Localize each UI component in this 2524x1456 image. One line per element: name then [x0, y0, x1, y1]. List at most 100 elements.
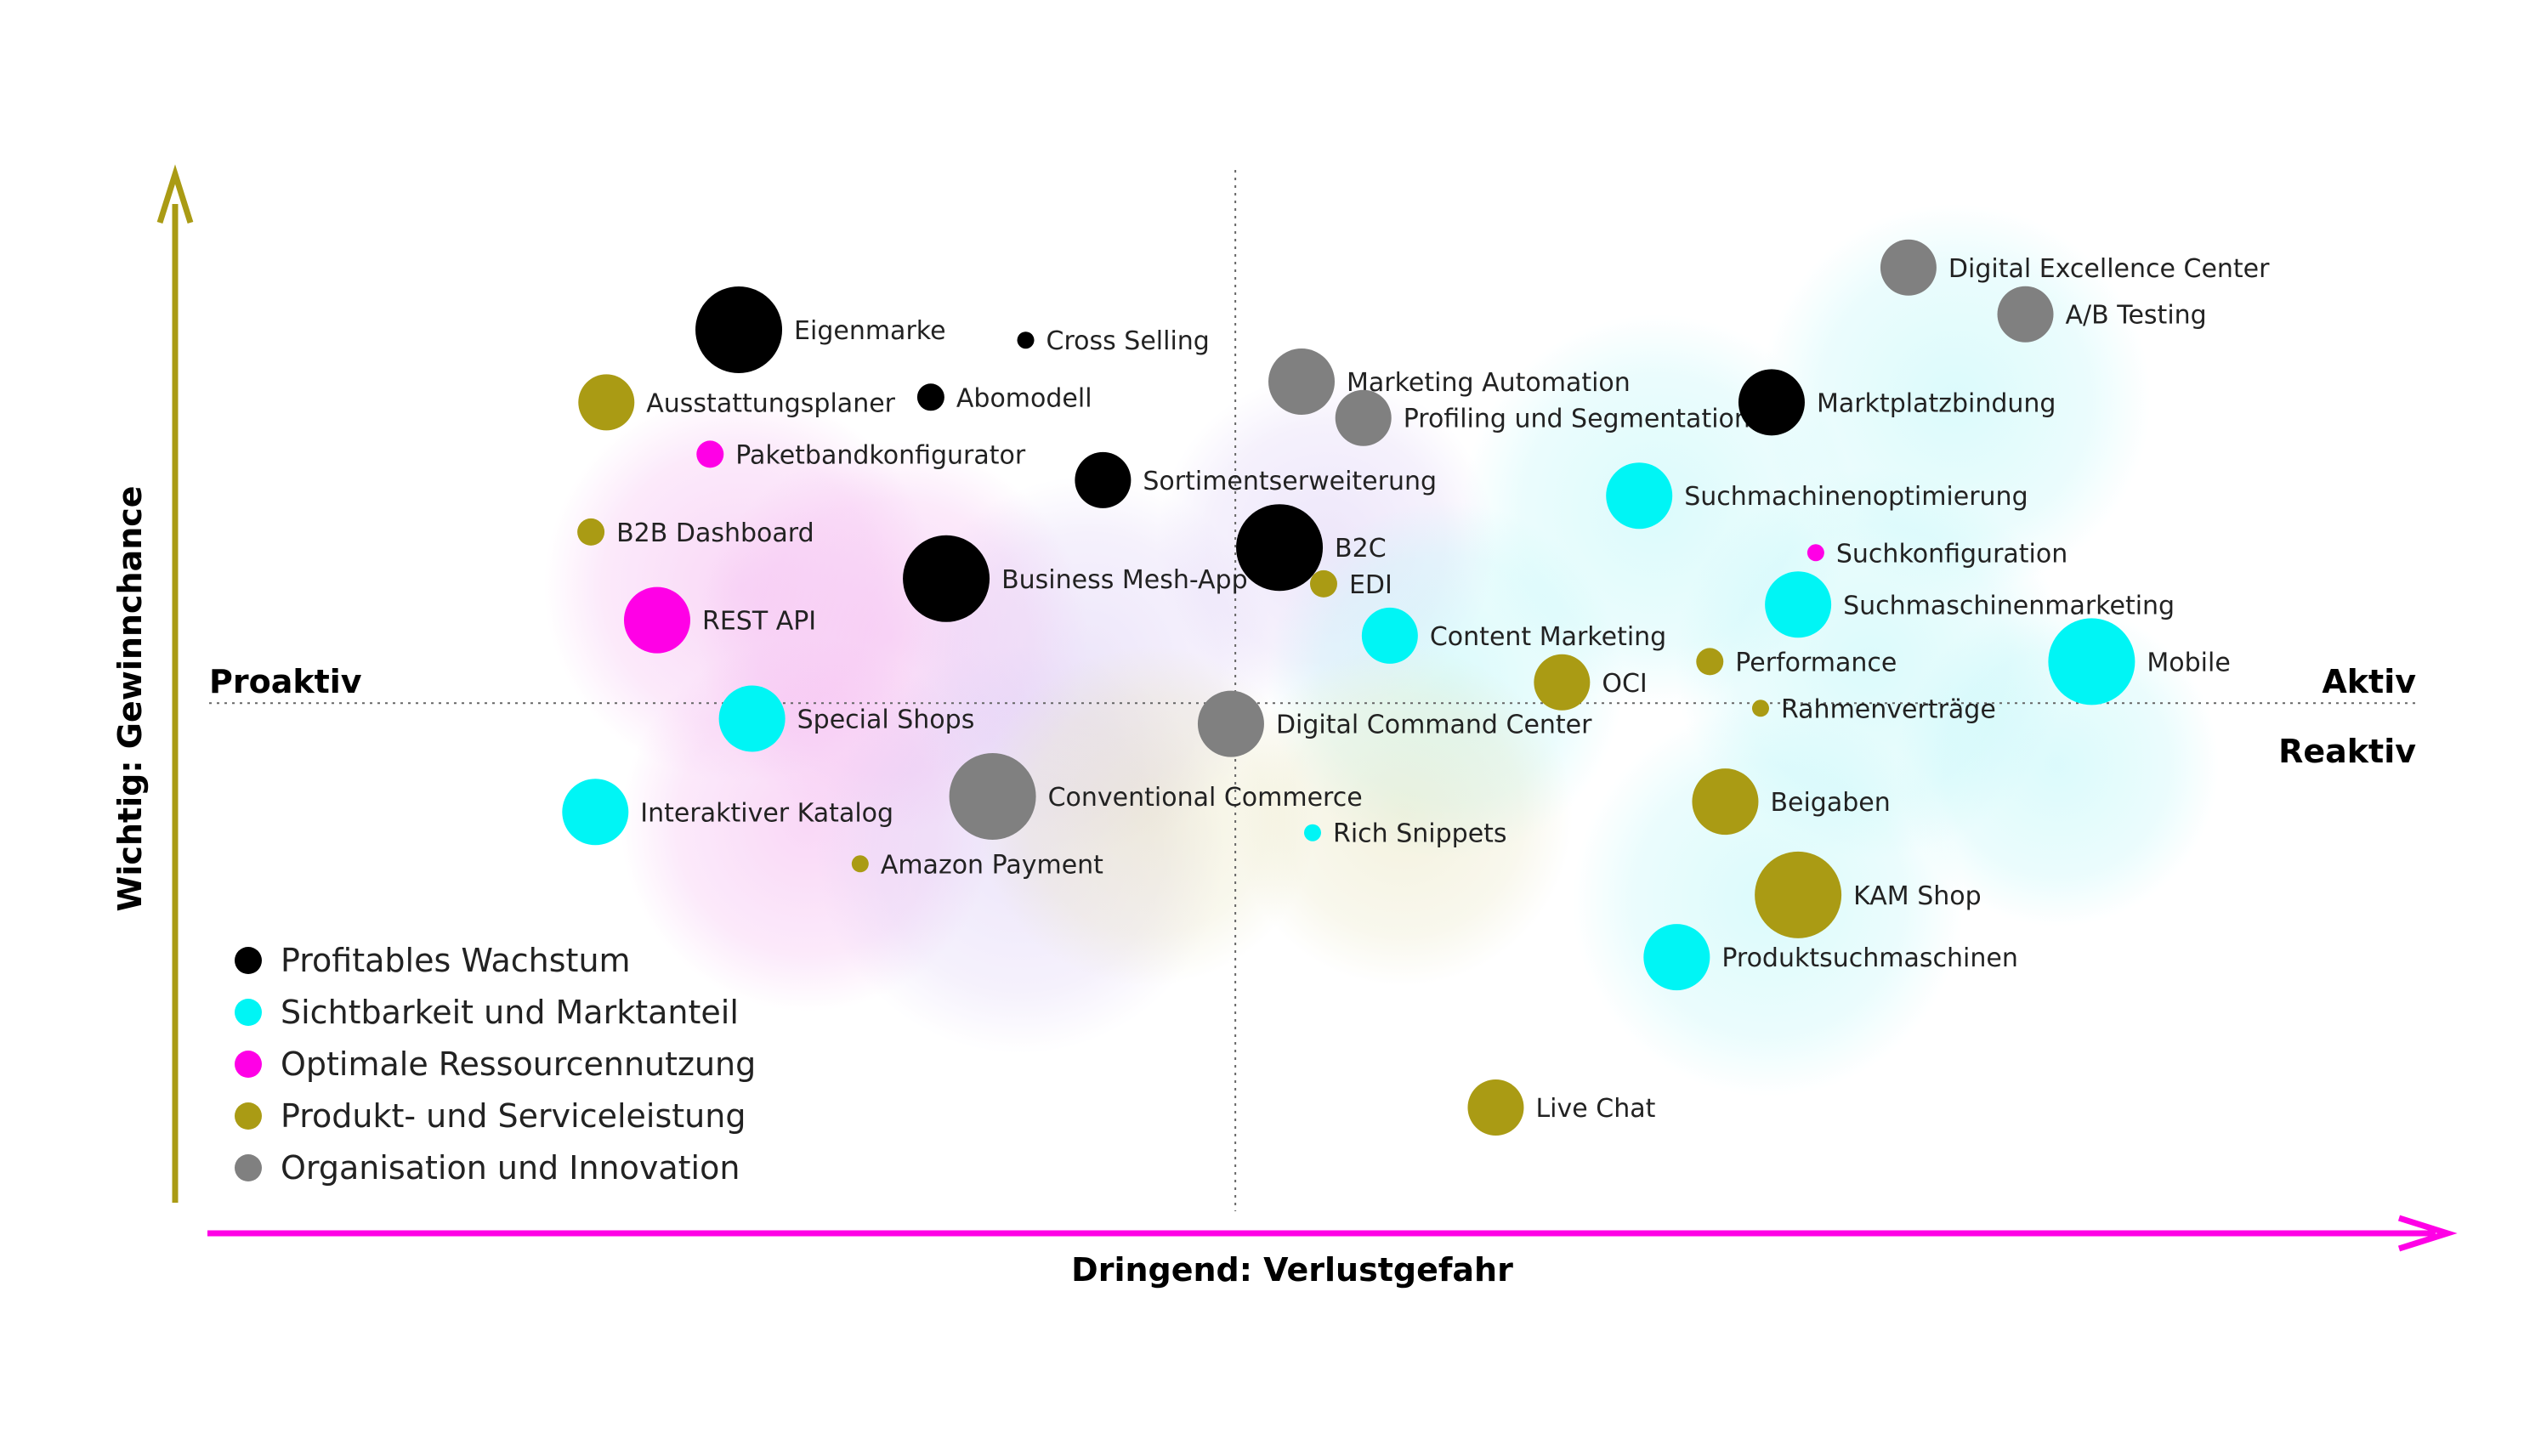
data-point: EDI — [1309, 569, 1392, 600]
data-point: Special Shops — [718, 685, 975, 752]
point-label: Live Chat — [1535, 1094, 1655, 1124]
point-label: EDI — [1349, 570, 1392, 600]
point-marker — [1361, 607, 1418, 664]
point-marker — [696, 440, 724, 468]
data-point: Cross Selling — [1017, 326, 1210, 356]
quadrant-dividers — [209, 170, 2419, 1211]
point-marker — [1643, 924, 1710, 991]
point-label: Conventional Commerce — [1048, 783, 1363, 813]
point-label: Special Shops — [797, 705, 975, 735]
point-marker — [1807, 544, 1824, 562]
point-label: Business Mesh-App — [1001, 565, 1248, 595]
legend-swatch — [235, 1051, 262, 1078]
point-label: OCI — [1602, 669, 1647, 699]
point-marker — [1236, 504, 1324, 592]
legend-item: Optimale Ressourcennutzung — [235, 1045, 756, 1083]
point-marker — [1017, 331, 1035, 349]
data-point: Marktplatzbindung — [1738, 369, 2056, 436]
data-point: Digital Command Center — [1197, 690, 1592, 757]
point-marker — [851, 855, 869, 873]
point-marker — [1755, 851, 1842, 938]
point-marker — [1268, 348, 1336, 415]
point-label: Suchkonfiguration — [1836, 539, 2067, 569]
data-point: Performance — [1696, 648, 1897, 677]
legend-label: Organisation und Innovation — [281, 1149, 740, 1187]
data-point: Digital Excellence Center — [1880, 239, 2270, 296]
point-marker — [623, 586, 690, 654]
point-label: Marketing Automation — [1347, 368, 1631, 398]
point-label: Mobile — [2147, 648, 2230, 677]
data-point: Amazon Payment — [851, 850, 1103, 880]
legend-swatch — [235, 1154, 262, 1181]
x-axis-title: Dringend: Verlustgefahr — [1071, 1251, 1513, 1289]
point-marker — [1765, 571, 1832, 638]
data-point: KAM Shop — [1755, 851, 1982, 938]
point-marker — [1197, 690, 1264, 757]
point-label: Performance — [1735, 648, 1897, 677]
data-point: Conventional Commerce — [949, 753, 1363, 840]
point-label: Interaktiver Katalog — [640, 798, 893, 828]
point-marker — [1751, 700, 1769, 717]
halo — [1233, 646, 1573, 986]
point-marker — [2048, 618, 2135, 705]
point-marker — [1467, 1079, 1524, 1136]
point-marker — [578, 374, 635, 431]
quadrant-label-reaktiv: Reaktiv — [2278, 733, 2416, 770]
legend-item: Sichtbarkeit und Marktanteil — [235, 994, 739, 1031]
data-point: Live Chat — [1467, 1079, 1656, 1136]
data-point: Marketing Automation — [1268, 348, 1631, 415]
point-label: Produktsuchmaschinen — [1721, 943, 2018, 973]
point-label: B2C — [1335, 534, 1387, 564]
point-marker — [1696, 648, 1724, 676]
point-label: A/B Testing — [2066, 301, 2207, 331]
point-label: Digital Excellence Center — [1948, 254, 2270, 284]
point-label: Content Marketing — [1430, 622, 1666, 652]
quadrant-label-proaktiv: Proaktiv — [209, 663, 362, 700]
data-point: Business Mesh-App — [903, 535, 1248, 622]
background-halos — [544, 204, 2219, 1096]
legend-item: Produkt- und Serviceleistung — [235, 1097, 746, 1135]
data-point: Sortimentserweiterung — [1075, 451, 1437, 508]
data-points: Eigenmarke Cross SellingAusstattungsplane… — [562, 239, 2270, 1136]
point-label: REST API — [702, 607, 816, 637]
data-point: A/B Testing — [1997, 286, 2207, 343]
y-axis-title: Wichtig: Gewinnchance — [111, 485, 149, 911]
data-point: Interaktiver Katalog — [562, 779, 893, 846]
data-point: Beigaben — [1692, 768, 1891, 836]
legend-swatch — [235, 999, 262, 1026]
data-point: Rahmenverträge — [1751, 694, 1996, 724]
legend-swatch — [235, 947, 262, 974]
halo — [1760, 204, 2151, 595]
data-point: Suchmaschinenmarketing — [1765, 571, 2175, 638]
data-point: B2B Dashboard — [577, 518, 814, 548]
data-point: Ausstattungsplaner — [578, 374, 896, 431]
point-label: Eigenmarke — [794, 316, 946, 346]
point-label: Profiling und Segmentation — [1404, 405, 1750, 434]
point-marker — [1880, 239, 1937, 296]
point-label: B2B Dashboard — [616, 518, 814, 548]
point-label: Rich Snippets — [1333, 819, 1507, 849]
point-marker — [562, 779, 629, 846]
point-marker — [916, 383, 944, 411]
point-label: Beigaben — [1770, 788, 1890, 818]
data-point: Suchmachinenoptimierung — [1606, 462, 2028, 530]
point-marker — [1534, 654, 1591, 711]
axes — [156, 164, 2458, 1252]
point-marker — [1692, 768, 1759, 836]
data-point: Mobile — [2048, 618, 2231, 705]
data-point: Content Marketing — [1361, 607, 1666, 664]
point-label: Amazon Payment — [881, 850, 1103, 880]
data-point: B2C — [1236, 504, 1387, 592]
point-marker — [1997, 286, 2054, 343]
data-point: OCI — [1534, 654, 1648, 711]
point-marker — [1309, 569, 1337, 598]
legend-label: Profitables Wachstum — [281, 942, 631, 979]
data-point: Profiling und Segmentation — [1335, 389, 1750, 446]
point-label: Ausstattungsplaner — [646, 388, 895, 418]
point-marker — [695, 286, 783, 373]
quadrant-label-aktiv: Aktiv — [2322, 663, 2416, 700]
x-axis-arrowhead — [2397, 1215, 2458, 1252]
halo — [1896, 603, 2219, 926]
y-axis-arrowhead — [156, 164, 194, 224]
